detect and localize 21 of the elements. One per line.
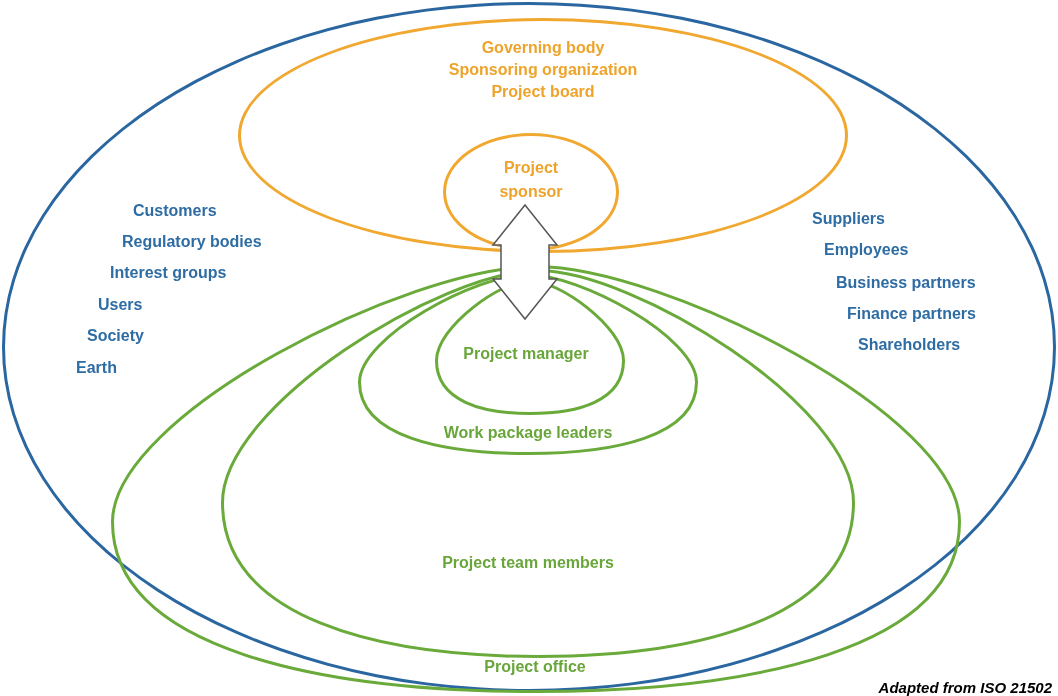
ellipse-label: Society [87,327,144,344]
ellipse-label: Project team members [442,554,614,571]
ellipse-label: Business partners [836,274,976,291]
ellipse-label: Regulatory bodies [122,233,262,250]
ellipse-label: Customers [133,202,217,219]
ellipse-label: Project sponsor [499,159,563,200]
caption: Adapted from ISO 21502 [878,679,1052,696]
ellipse-label: Employees [824,241,909,258]
ellipse-label: Project office [484,658,586,675]
ellipse-label: Suppliers [812,210,885,227]
double-arrow [491,203,559,321]
ellipse-label: Project board [491,83,595,100]
ellipse-label: Shareholders [858,336,961,353]
ellipse-label: Users [98,296,143,313]
ellipse-label: Work package leaders [443,424,613,441]
ellipse-label: Project manager [463,345,589,362]
ellipse-label: Finance partners [847,305,976,322]
ellipse-label: Interest groups [110,264,227,281]
ellipse-label: Sponsoring organization [448,61,638,78]
ellipse-label: Governing body [481,39,605,56]
ellipse-label: Earth [76,359,117,376]
